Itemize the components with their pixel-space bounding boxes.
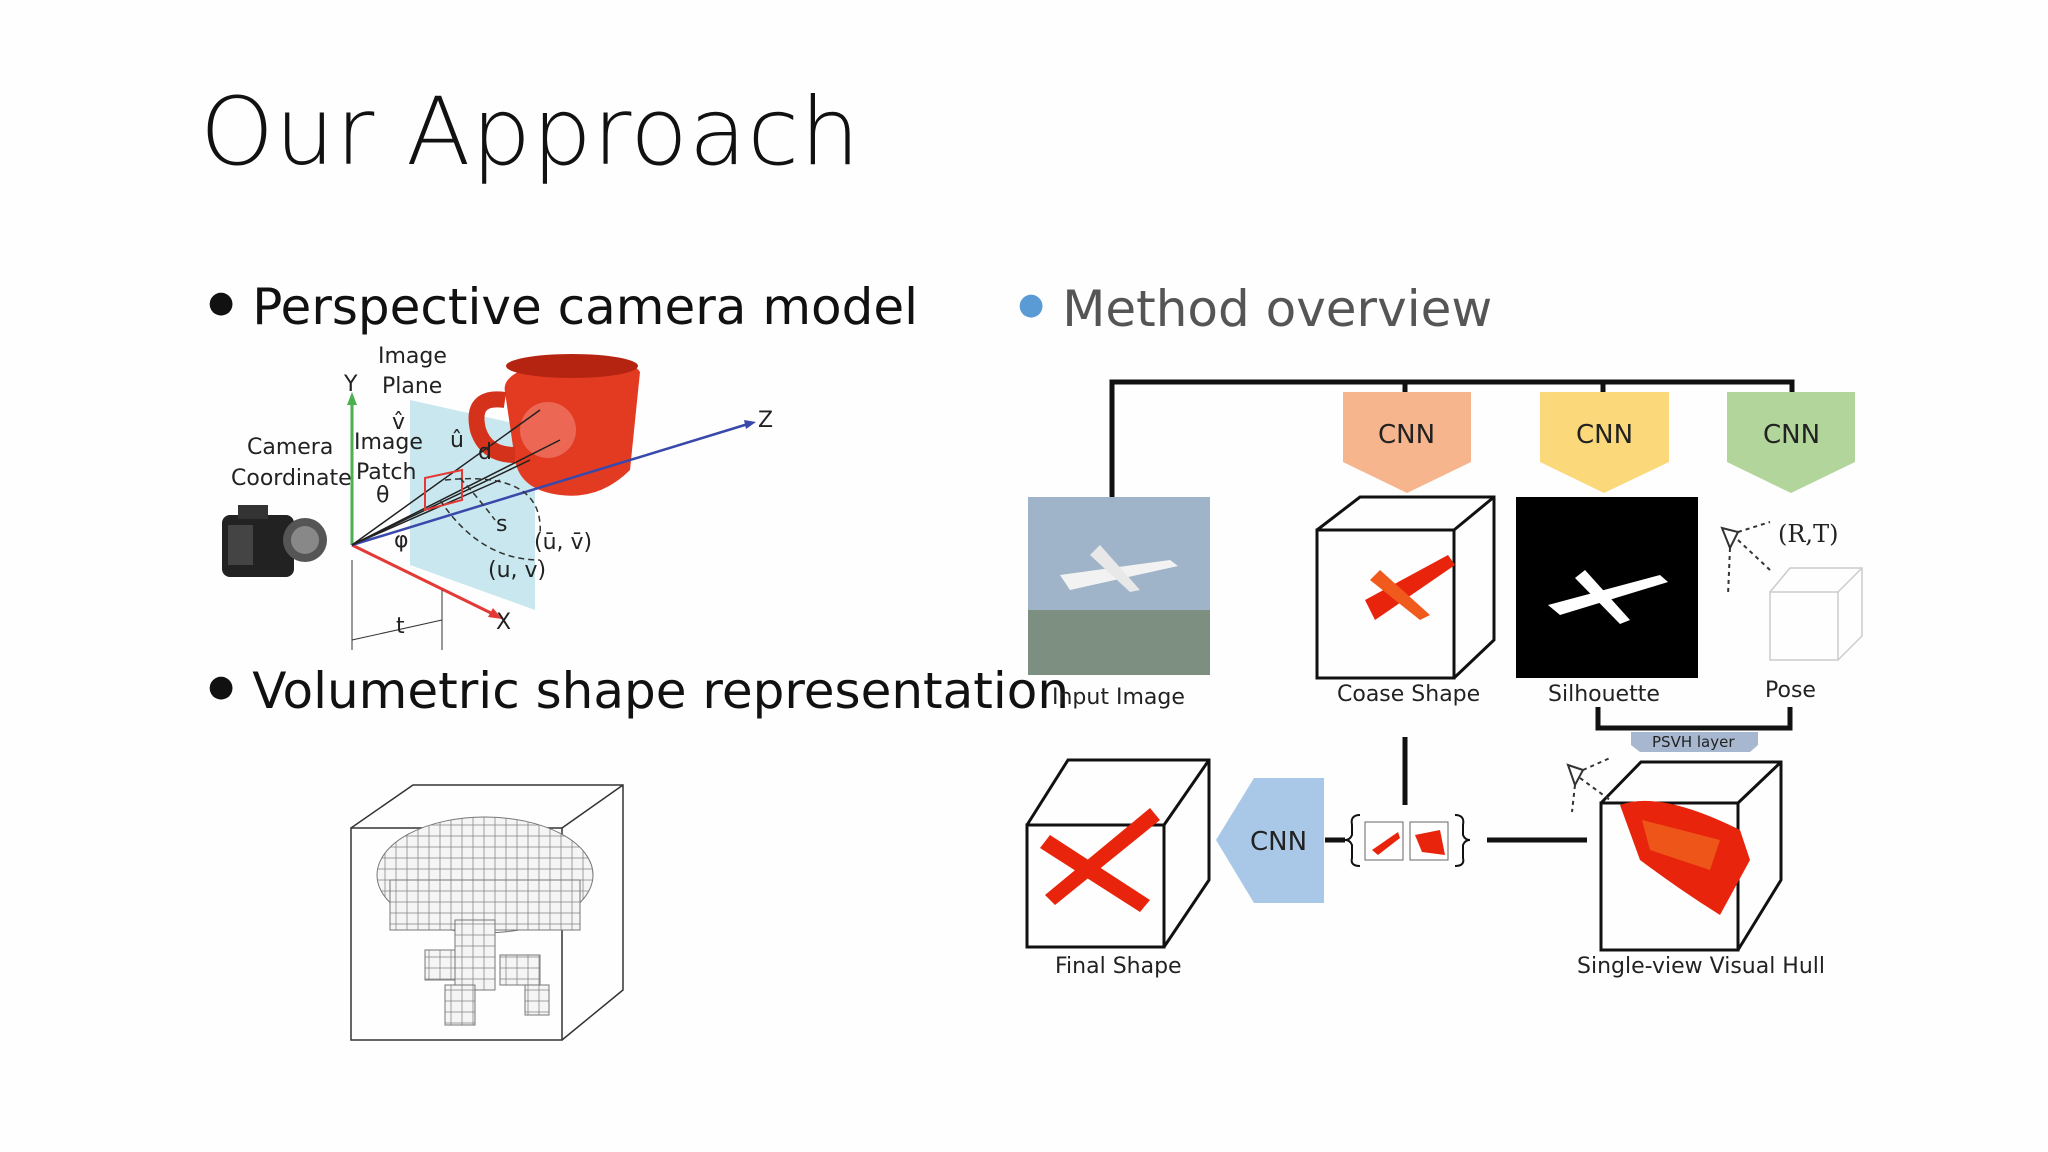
label-theta: θ [376,483,390,508]
cnn-label-silhouette: CNN [1576,420,1634,450]
cnn-label-refine: CNN [1250,827,1308,857]
label-v-hat: v̂ [392,410,406,435]
label-final-shape: Final Shape [1055,954,1182,979]
z-axis [351,422,749,547]
bullet-dot-icon: ● [208,669,235,704]
final-shape-voxel [1025,758,1211,949]
camera-icon [222,505,327,577]
label-camera-coordinate-2: Coordinate [231,466,352,491]
mug-icon [468,354,640,496]
bullet-camera-model: ●Perspective camera model [208,278,919,336]
label-input-image: Input Image [1052,685,1185,710]
label-axis-z: Z [758,408,774,433]
cnn-label-pose: CNN [1763,420,1821,450]
coarse-shape-voxel [1315,495,1496,680]
cnn-block-green [1727,392,1855,493]
bullet-dot-icon: ● [1018,287,1045,322]
silhouette-image [1516,497,1698,678]
label-pose: Pose [1765,678,1816,703]
label-image-plane: Image [378,344,447,369]
label-rt: (R,T) [1778,520,1839,548]
image-patch [424,468,463,512]
visual-hull-camera-icon [1566,757,1611,813]
label-visual-hull: Single-view Visual Hull [1577,954,1826,979]
label-camera-coordinate: Camera [247,435,334,460]
pose-camera-icon [1720,521,1771,596]
label-image-plane-2: Plane [382,374,443,399]
label-coarse-shape: Coase Shape [1337,682,1481,707]
label-uv-bar: (ū, v̄) [534,530,593,555]
label-d: d [478,440,492,465]
bullet-method-overview: ●Method overview [1018,280,1493,338]
label-axis-y: Y [344,372,358,397]
label-s: s [496,512,508,537]
visual-hull-voxel [1599,760,1783,952]
label-phi: φ [394,528,409,553]
cnn-block-orange [1343,392,1471,493]
label-image-patch-2: Patch [356,460,417,485]
label-image-patch: Image [354,430,423,455]
label-silhouette: Silhouette [1548,682,1660,707]
label-axis-x: X [496,610,512,635]
label-t: t [396,614,405,639]
x-axis [351,543,496,617]
bullet-dot-icon: ● [208,285,235,320]
psvh-layer-block [1631,732,1758,752]
cnn-block-yellow [1540,392,1669,493]
input-image-thumbnail [1028,497,1210,675]
slide-title: Our Approach [200,78,861,187]
label-u-hat: û [450,428,464,453]
cnn-label-coarse: CNN [1378,420,1436,450]
pose-wireframe-cube [1769,567,1863,661]
label-psvh-layer: PSVH layer [1652,733,1735,751]
label-uv: (u, v) [488,558,547,583]
voxel-set-icon [1344,814,1471,867]
bullet-volumetric-shape: ●Volumetric shape representation [208,662,1070,720]
cnn-block-blue [1216,778,1324,903]
voxel-table [376,816,594,1026]
connector-lines [1109,379,1795,843]
